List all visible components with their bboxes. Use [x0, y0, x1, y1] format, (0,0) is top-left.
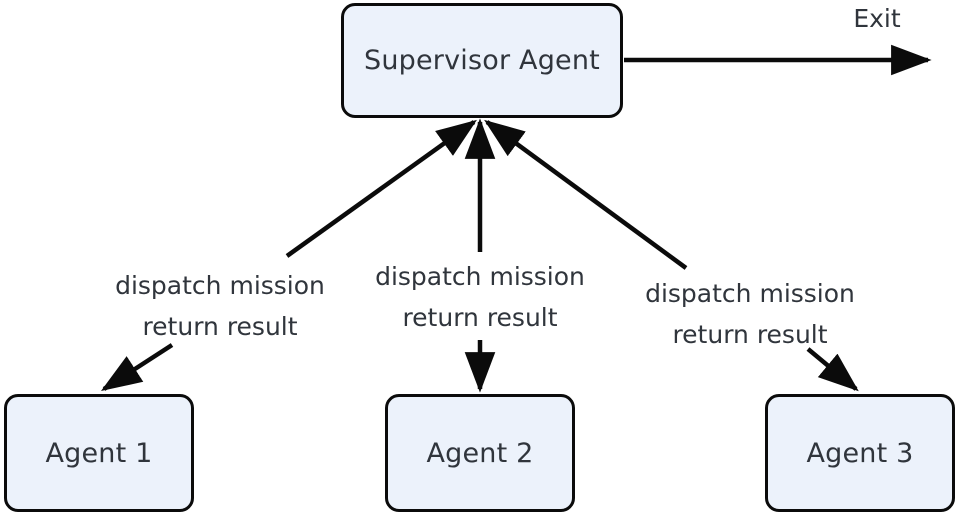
- edge-label-line-return-2: return result: [402, 302, 558, 332]
- edge-label-line-return-1: return result: [142, 311, 298, 341]
- node-agent-3[interactable]: Agent 3: [765, 394, 955, 512]
- edge-label-line-dispatch-3: dispatch mission: [645, 279, 855, 308]
- connector-agent3-to-supervisor: [484, 119, 688, 270]
- connector-supervisor-to-agent1: [100, 343, 174, 391]
- edge-label-exit: Exit: [853, 4, 901, 33]
- edge-label-line-dispatch-2: dispatch mission: [375, 262, 585, 291]
- edge-label-line-dispatch-1: dispatch mission: [115, 271, 325, 300]
- edge-label-supervisor-agent-1: dispatch mission return result: [115, 266, 325, 347]
- edge-label-supervisor-agent-3: dispatch mission return result: [645, 274, 855, 355]
- node-agent-1-label: Agent 1: [45, 437, 153, 469]
- edge-label-line-return-3: return result: [672, 319, 828, 349]
- edge-label-supervisor-agent-2: dispatch mission return result: [375, 257, 585, 338]
- connector-agent1-to-supervisor: [285, 119, 477, 258]
- node-supervisor-agent-label: Supervisor Agent: [364, 45, 600, 76]
- node-supervisor-agent[interactable]: Supervisor Agent: [341, 3, 623, 118]
- node-agent-2[interactable]: Agent 2: [385, 394, 575, 512]
- connector-supervisor-to-agent3: [806, 347, 859, 392]
- node-agent-1[interactable]: Agent 1: [4, 394, 194, 512]
- node-agent-3-label: Agent 3: [806, 437, 914, 469]
- node-agent-2-label: Agent 2: [426, 437, 534, 469]
